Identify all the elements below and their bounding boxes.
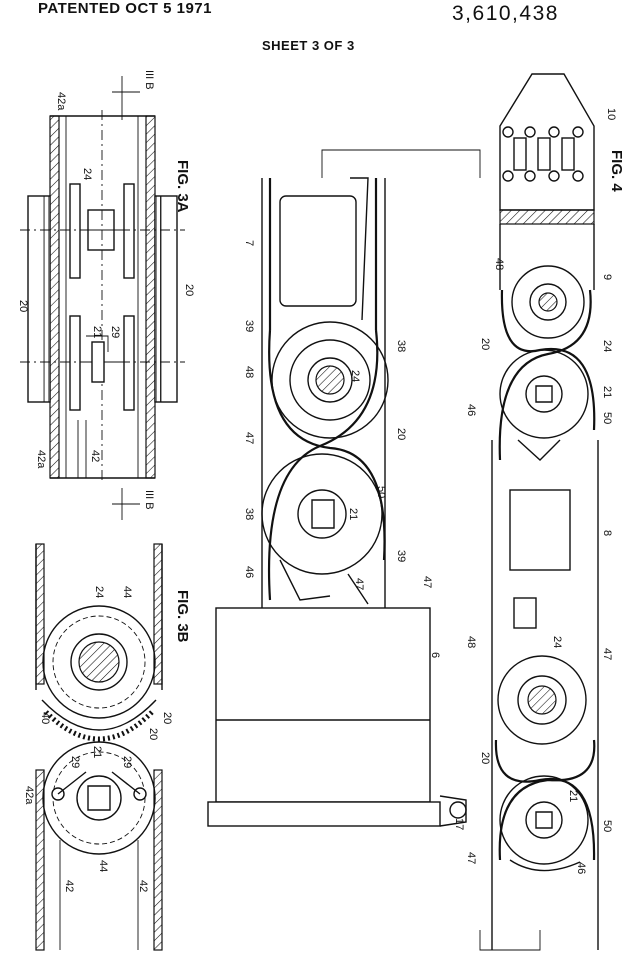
- ref-label: 24: [81, 168, 93, 180]
- ref-label: 29: [121, 756, 133, 768]
- ref-label: 42: [137, 880, 149, 892]
- ref-label: 46: [243, 566, 255, 578]
- ref-label: III B: [143, 70, 155, 90]
- ref-label: 42: [89, 450, 101, 462]
- ref-label: 47: [243, 432, 255, 444]
- fig-3a-title: FIG. 3A: [174, 160, 191, 213]
- ref-label: 47: [353, 578, 365, 590]
- ref-label: 44: [121, 586, 133, 598]
- ref-label: 48: [243, 366, 255, 378]
- ref-label: 21: [567, 790, 579, 802]
- ref-label: 38: [243, 508, 255, 520]
- ref-label: 40: [39, 712, 51, 724]
- patent-number: 3,610,438: [452, 2, 559, 25]
- ref-label: 24: [551, 636, 563, 648]
- ref-label: 38: [395, 340, 407, 352]
- ref-label: 39: [395, 550, 407, 562]
- ref-label: 21: [347, 508, 359, 520]
- ref-label: 7: [243, 240, 255, 246]
- fig-3b-title: FIG. 3B: [174, 590, 191, 643]
- fig-4-title: FIG. 4: [608, 150, 625, 192]
- ref-label: 20: [479, 752, 491, 764]
- ref-label: 50: [601, 412, 613, 424]
- ref-label: 24: [601, 340, 613, 352]
- ref-label: 47: [465, 852, 477, 864]
- ref-label: 6: [429, 652, 441, 658]
- ref-label: 39: [243, 320, 255, 332]
- ref-label: 29: [109, 326, 121, 338]
- ref-label: 24: [349, 370, 361, 382]
- ref-label: 46: [465, 404, 477, 416]
- ref-label: 48: [465, 636, 477, 648]
- ref-label: 10: [605, 108, 617, 120]
- ref-label: 24: [93, 586, 105, 598]
- ref-label: 46: [575, 862, 587, 874]
- ref-label: 48: [493, 258, 505, 270]
- ref-label: 42a: [55, 92, 67, 111]
- ref-label: 20: [183, 284, 195, 296]
- figure-3b: [35, 543, 163, 951]
- ref-label: 17: [453, 818, 465, 830]
- ref-label: 50: [375, 486, 387, 498]
- ref-label: 21: [601, 386, 613, 398]
- ref-label: III B: [143, 490, 155, 510]
- ref-label: 21: [91, 746, 103, 758]
- ref-label: 20: [395, 428, 407, 440]
- ref-label: 8: [601, 530, 613, 536]
- ref-label: 47: [421, 576, 433, 588]
- sheet-number: SHEET 3 OF 3: [262, 38, 355, 53]
- ref-label: 20: [161, 712, 173, 724]
- ref-label: 9: [601, 274, 613, 280]
- patented-date: PATENTED OCT 5 1971: [38, 0, 212, 17]
- ref-label: 29: [69, 756, 81, 768]
- figure-4: [479, 73, 599, 951]
- ref-label: 20: [147, 728, 159, 740]
- ref-label: 42a: [35, 450, 47, 469]
- figure-3a: [20, 76, 185, 520]
- ref-label: 21: [91, 326, 103, 338]
- ref-label: 20: [479, 338, 491, 350]
- ref-label: 42a: [23, 786, 35, 805]
- center-arm-assembly: [207, 149, 481, 827]
- ref-label: 44: [97, 860, 109, 872]
- ref-label: 20: [17, 300, 29, 312]
- ref-label: 47: [601, 648, 613, 660]
- ref-label: 42: [63, 880, 75, 892]
- ref-label: 50: [601, 820, 613, 832]
